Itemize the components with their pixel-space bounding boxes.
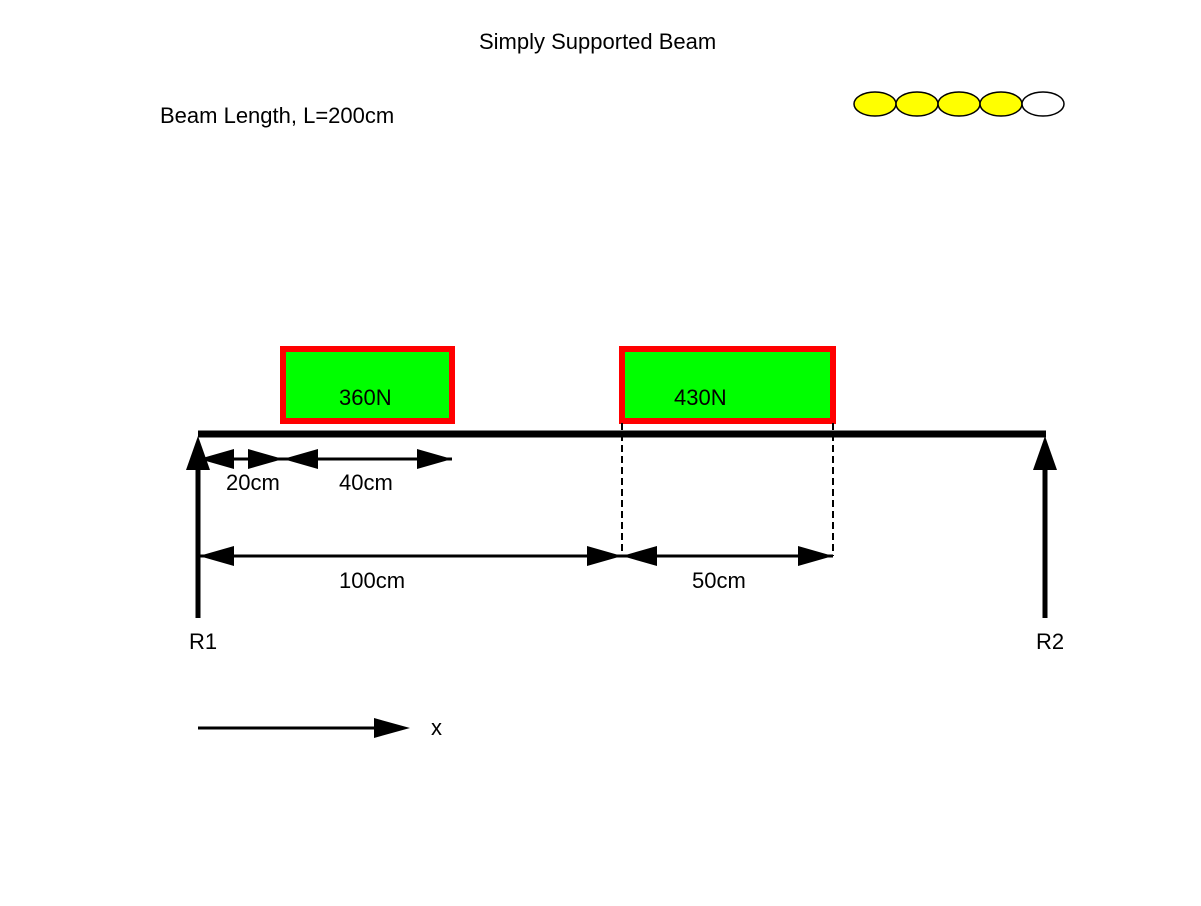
dim-20cm-arrowhead-right [248,449,283,469]
dim-20cm-label: 20cm [226,470,280,495]
beam-length-label: Beam Length, L=200cm [160,103,395,128]
diagram-title: Simply Supported Beam [479,29,717,54]
dim-50cm-arrowhead-right [798,546,833,566]
progress-dot-filled [937,91,981,117]
dim-40cm-arrowhead-left [283,449,318,469]
support-r1-label: R1 [189,629,218,654]
x-axis-label: x [431,715,442,740]
progress-indicator [853,91,1065,117]
progress-dot-empty [1021,91,1065,117]
dim-50cm-arrowhead-left [622,546,657,566]
support-r2-label: R2 [1036,629,1065,654]
x-axis-arrowhead [374,718,410,738]
reaction-r2-arrowhead [1033,436,1057,470]
load-1-label: 360N [339,385,392,410]
dim-20cm-arrowhead-left [199,449,234,469]
dim-40cm-label: 40cm [339,470,393,495]
load-box-2 [619,346,836,424]
dim-40cm-arrowhead-right [417,449,452,469]
progress-dot-filled [895,91,939,117]
load-2-label: 430N [674,385,727,410]
dim-100cm-arrowhead-left [199,546,234,566]
dim-100cm-label: 100cm [339,568,406,593]
dim-100cm-arrowhead-right [587,546,622,566]
reaction-r1-arrowhead [186,436,210,470]
load-box-1 [280,346,455,424]
progress-dot-filled [979,91,1023,117]
progress-dot-filled [853,91,897,117]
dim-50cm-label: 50cm [692,568,746,593]
